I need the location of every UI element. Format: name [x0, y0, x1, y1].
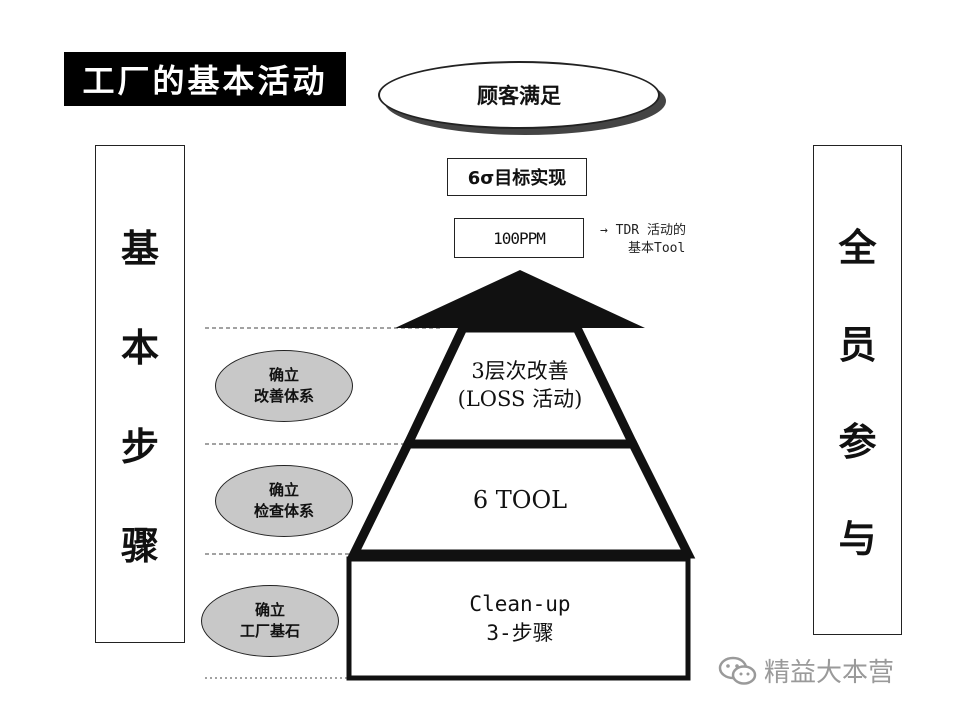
left-label-char: 骤 [120, 524, 159, 568]
top-layer-line2: (LOSS 活动) [457, 387, 583, 411]
right-label-char: 全 [838, 226, 877, 270]
right-label-char: 与 [838, 517, 877, 561]
base-layer-line2: 3-步骤 [486, 621, 554, 645]
stage-line2: 工厂基石 [239, 622, 300, 640]
tdr-note: → TDR 活动的 基本Tool [600, 222, 686, 258]
ppm-goal-label: 100PPM [493, 228, 546, 248]
stage-ellipse-foundation: 确立 工厂基石 [201, 585, 339, 657]
right-label-char: 参 [838, 420, 877, 464]
wechat-icon [718, 656, 757, 685]
watermark-text: 精益大本营 [764, 658, 895, 688]
tdr-note-line2: 基本Tool [628, 241, 686, 256]
stage-line1: 确立 [268, 481, 299, 499]
left-label-char: 步 [120, 425, 159, 469]
watermark: 精益大本营 [718, 652, 894, 689]
right-label-box: 全 员 参 与 [813, 145, 902, 635]
left-label-char: 本 [120, 326, 159, 370]
tdr-note-line1: → TDR 活动的 [600, 223, 686, 238]
ppm-goal-box: 100PPM [454, 218, 584, 258]
customer-satisfaction-ellipse: 顾客满足 [378, 61, 660, 129]
left-label-char: 基 [120, 227, 159, 271]
pyramid-arrowhead [395, 270, 645, 328]
middle-layer-text: 6 TOOL [472, 486, 568, 514]
pyramid-base-layer [346, 556, 691, 681]
stage-line2: 改善体系 [253, 387, 314, 405]
base-layer-text: Clean-up 3-步骤 [350, 590, 690, 648]
diagram-title: 工厂的基本活动 [64, 52, 346, 106]
stage-ellipse-inspection: 确立 检查体系 [215, 465, 353, 537]
customer-satisfaction-label: 顾客满足 [477, 84, 561, 108]
stage-ellipse-improvement: 确立 改善体系 [215, 350, 353, 422]
base-layer-line1: Clean-up [469, 592, 571, 616]
sigma-goal-box: 6σ目标实现 [447, 158, 587, 196]
sigma-goal-label: 6σ目标实现 [467, 168, 567, 189]
left-label-box: 基 本 步 骤 [95, 145, 185, 643]
stage-line2: 检查体系 [253, 502, 314, 520]
stage-line1: 确立 [254, 601, 285, 619]
stage-line1: 确立 [268, 366, 299, 384]
top-layer-line1: 3层次改善 [471, 359, 569, 383]
top-layer-text: 3层次改善 (LOSS 活动) [420, 357, 620, 413]
right-label-char: 员 [838, 323, 877, 367]
pyramid-middle-layer [346, 439, 696, 559]
